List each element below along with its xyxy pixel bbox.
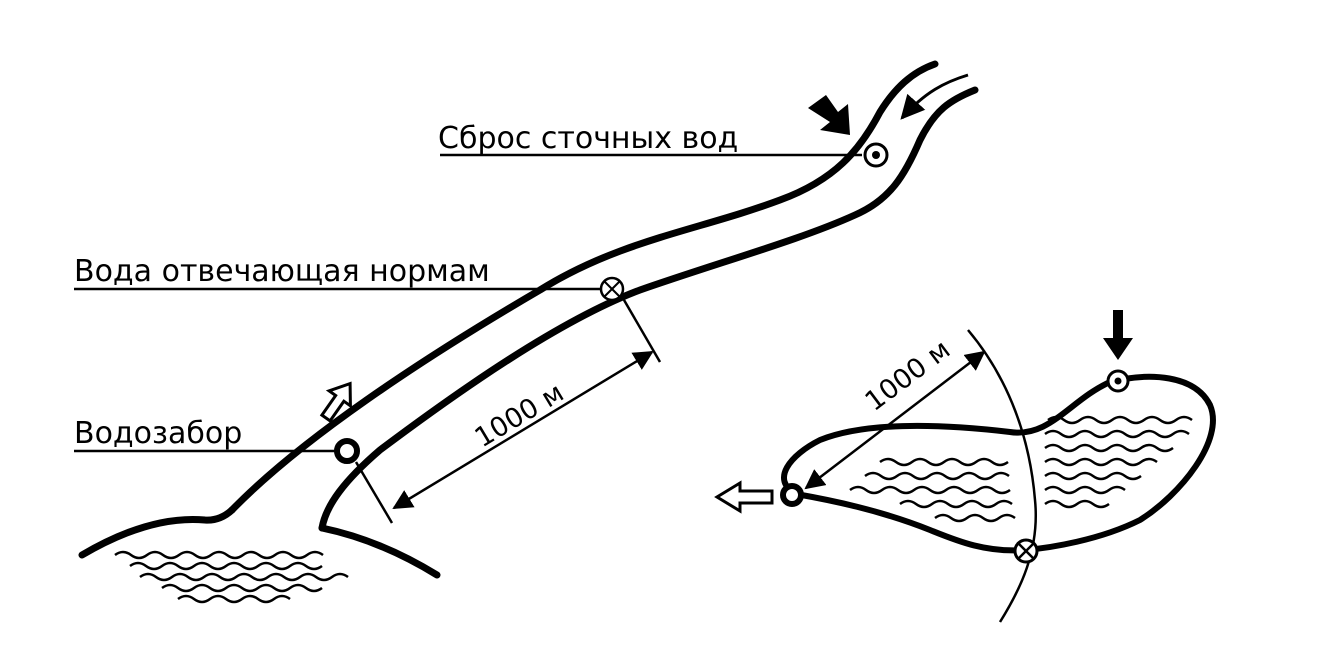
lake-inflow-arrow-icon	[1103, 310, 1133, 360]
dimension-line	[392, 350, 654, 510]
discharge-label: Сброс сточных вод	[438, 121, 738, 156]
discharge-point-icon	[863, 142, 889, 168]
river-scheme: Сброс сточных вод Вода отвечающая нормам…	[74, 60, 979, 604]
compliant-water-label: Вода отвечающая нормам	[74, 254, 490, 289]
lake-intake-point-icon	[780, 483, 804, 507]
river-flow-arrow	[900, 73, 969, 120]
control-point-icon	[599, 276, 625, 302]
river-distance-label: 1000 м	[470, 377, 570, 454]
dimension-extension-top	[622, 299, 662, 363]
dimension-extension-bottom	[354, 461, 394, 524]
lake-discharge-point-icon	[1106, 369, 1130, 393]
intake-label: Водозабор	[74, 416, 242, 451]
outflow-arrow-icon	[319, 381, 352, 423]
radius-arc	[967, 329, 1037, 623]
lake-dimension-line	[804, 350, 986, 490]
reservoir-shore-left	[78, 506, 236, 559]
reservoir-water-waves	[114, 550, 349, 604]
discharge-inflow-arrow-icon	[808, 95, 850, 135]
reservoir-shore-right	[318, 524, 441, 579]
lake-scheme: 1000 м	[714, 310, 1216, 623]
lake-distance-label: 1000 м	[860, 334, 957, 418]
river-bank-upper	[228, 60, 939, 514]
intake-point-icon	[334, 438, 360, 464]
lake-control-point-icon	[1013, 538, 1039, 564]
river-bank-lower	[318, 86, 979, 532]
lake-outflow-arrow-icon	[714, 480, 774, 514]
